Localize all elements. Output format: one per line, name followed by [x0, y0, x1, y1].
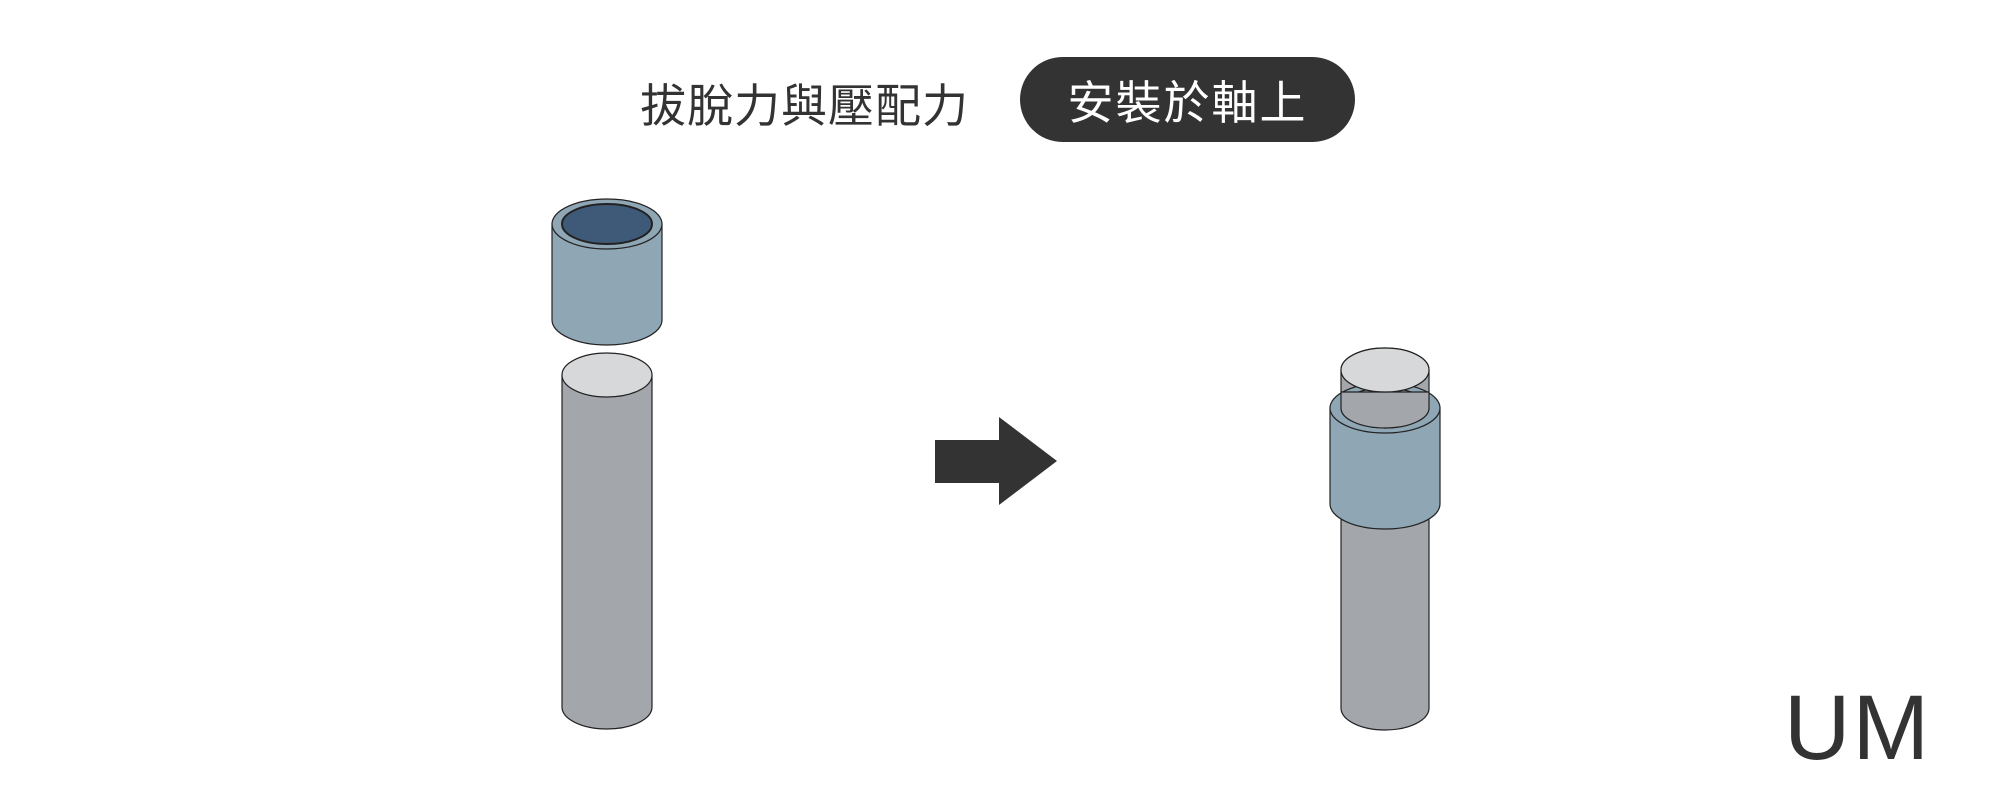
- um-logo: UM: [1784, 677, 1932, 779]
- page-title: 拔脫力與壓配力: [640, 79, 969, 133]
- shaft-separate: [561, 352, 653, 730]
- mounted-on-shaft-badge: 安裝於軸上: [1020, 57, 1355, 142]
- bushing-assembled: [1329, 347, 1441, 530]
- arrow-right-icon: [935, 417, 1057, 505]
- bushing-separate: [551, 198, 663, 346]
